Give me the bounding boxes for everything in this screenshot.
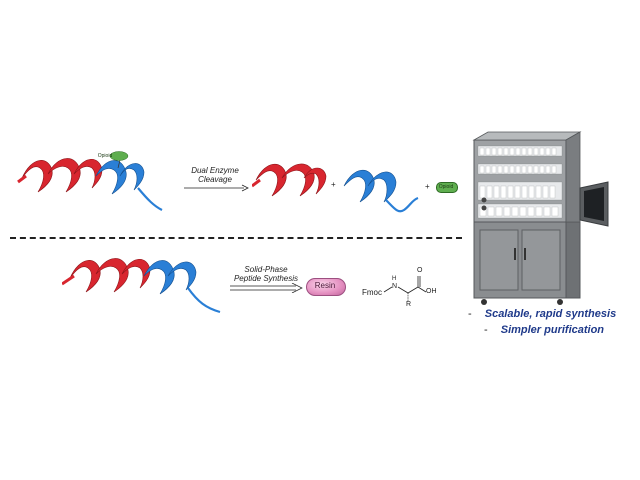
resin-label: Resin — [314, 281, 336, 290]
full-helix-synthetic — [62, 250, 222, 316]
resin-bead — [306, 278, 346, 296]
benefit-1: - Scalable, rapid synthesis — [468, 308, 616, 320]
fmoc-amino-acid-structure — [350, 262, 440, 314]
opioid-pill — [109, 151, 129, 161]
benefit-2-text: Simpler purification — [500, 324, 605, 336]
retrosynthesis-arrow — [230, 283, 304, 293]
r-text: R — [406, 301, 412, 308]
n-text: N — [392, 283, 398, 290]
benefit-1-text: Scalable, rapid synthesis — [484, 308, 617, 320]
fmoc-text: Fmoc — [362, 288, 382, 297]
h-text: H — [392, 276, 397, 282]
spps-label-2: Peptide Synthesis — [233, 274, 299, 283]
dual-enzyme-label-1: Dual Enzyme — [191, 166, 239, 175]
dual-enzyme-label-2: Cleavage — [198, 175, 232, 184]
opioid-product-pill — [436, 182, 458, 193]
divider-dashed — [10, 237, 462, 239]
helix-with-opioid — [14, 148, 164, 218]
peptide-synthesizer-machine — [470, 130, 620, 308]
benefit-2: - Simpler purification — [484, 324, 604, 336]
oh-text: OH — [426, 288, 437, 295]
spps-label-1: Solid-Phase — [244, 265, 288, 274]
o-text: O — [417, 267, 423, 274]
blue-helix-product — [340, 164, 420, 216]
red-helix-product — [252, 158, 332, 208]
cleavage-arrow — [184, 184, 250, 192]
plus-2: + — [425, 182, 430, 191]
benefit-2-dash: - — [484, 324, 488, 336]
plus-1: + — [331, 180, 336, 189]
opioid-label: Opioid — [97, 153, 113, 159]
opioid-product-label: Opioid — [438, 184, 454, 190]
benefit-1-dash: - — [468, 308, 472, 320]
